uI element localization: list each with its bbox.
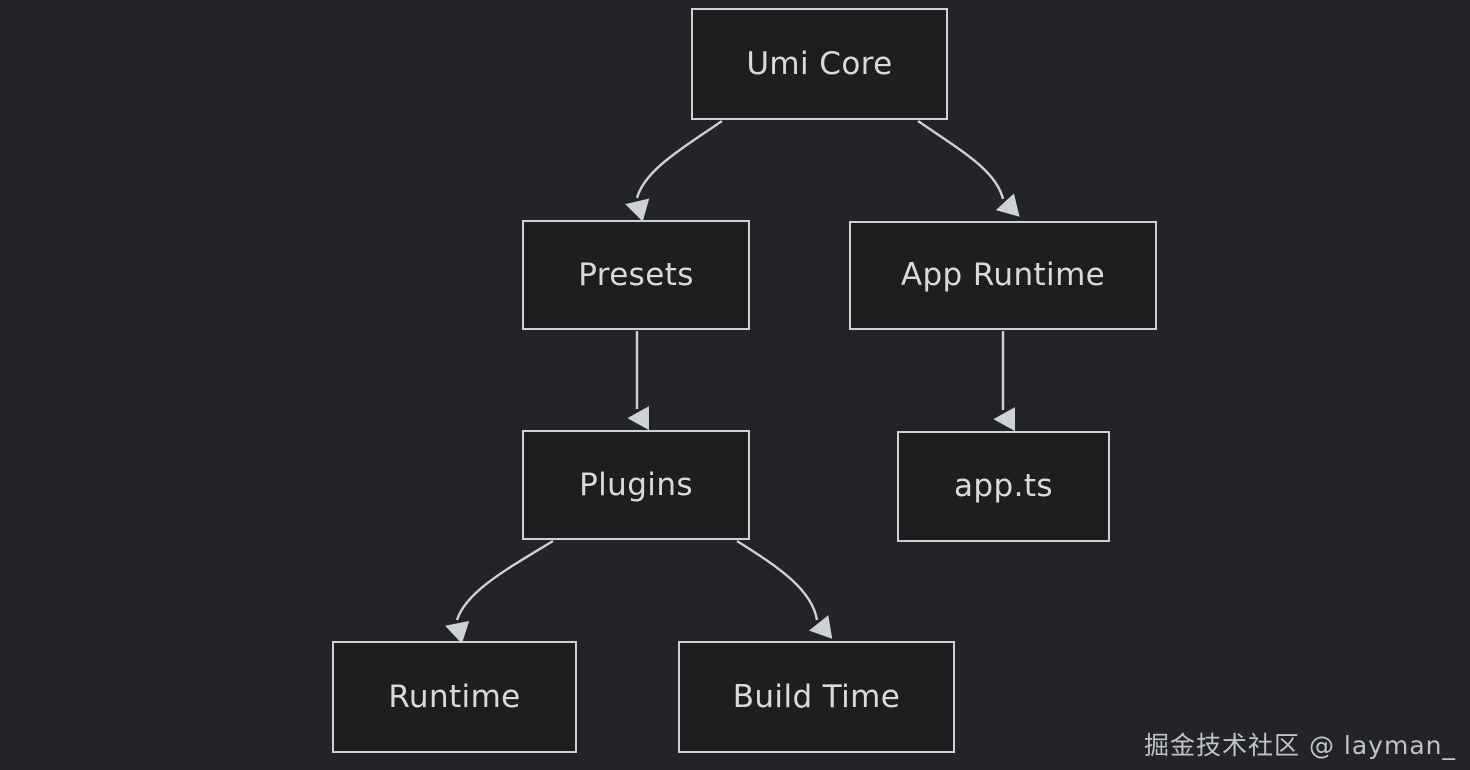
node-app-ts-label: app.ts bbox=[954, 468, 1053, 504]
node-umi-core[interactable]: Umi Core bbox=[691, 8, 948, 120]
edge-plugins-to-build-time bbox=[736, 539, 833, 639]
node-umi-core-label: Umi Core bbox=[746, 45, 893, 82]
node-plugins-label: Plugins bbox=[579, 466, 693, 503]
watermark-text: 掘金技术社区 @ layman_ bbox=[1144, 731, 1456, 760]
edge-umi-core-to-app-runtime bbox=[917, 120, 1020, 217]
node-app-runtime-label: App Runtime bbox=[900, 257, 1106, 293]
node-app-runtime[interactable]: App Runtime bbox=[849, 221, 1157, 330]
edge-umi-core-to-presets bbox=[625, 120, 723, 222]
node-build-time[interactable]: Build Time bbox=[678, 641, 955, 753]
node-build-time-label: Build Time bbox=[732, 678, 901, 715]
node-plugins[interactable]: Plugins bbox=[522, 430, 750, 540]
node-app-ts[interactable]: app.ts bbox=[897, 431, 1110, 542]
node-runtime[interactable]: Runtime bbox=[332, 641, 577, 753]
edge-plugins-to-runtime bbox=[445, 539, 554, 644]
node-presets-label: Presets bbox=[578, 256, 694, 293]
node-runtime-label: Runtime bbox=[388, 678, 521, 715]
node-presets[interactable]: Presets bbox=[522, 220, 750, 330]
